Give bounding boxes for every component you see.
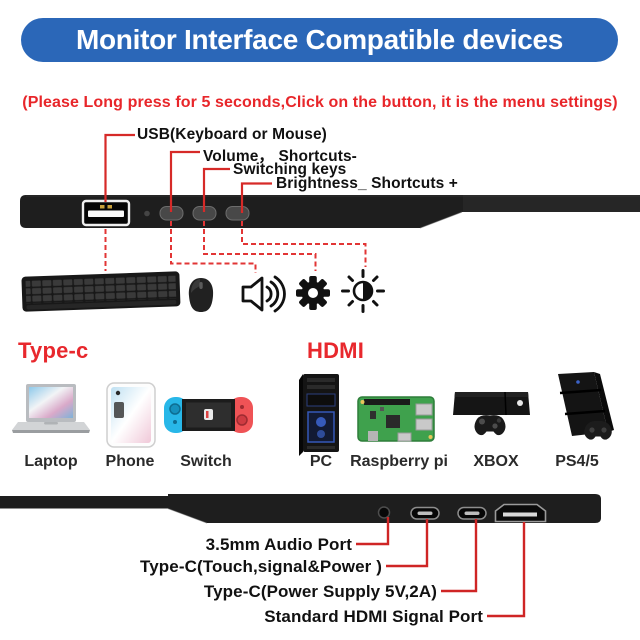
dashed-connector-lines — [104, 221, 367, 273]
pc-tower-image — [299, 374, 339, 456]
callout-usb-label: USB(Keyboard or Mouse) — [137, 126, 327, 143]
callout-switching-label: Switching keys — [233, 161, 347, 178]
page-title: Monitor Interface Compatible devices — [75, 24, 564, 55]
callout-volume-label: Volume， Shortcuts- — [203, 148, 357, 165]
section-heading-hdmi: HDMI — [307, 338, 365, 363]
brightness-button — [225, 206, 250, 221]
top-callout-lines — [104, 133, 272, 213]
monitor-bottom-edge — [0, 494, 601, 523]
audio-jack-port — [377, 506, 391, 519]
device-label-raspberrypi: Raspberry pi — [350, 453, 448, 470]
phone-image — [106, 382, 156, 448]
brightness-icon — [341, 269, 385, 313]
hdmi-port — [494, 503, 547, 523]
switch-image — [164, 397, 253, 433]
ps4-image — [558, 372, 614, 440]
mouse-icon — [188, 278, 214, 312]
device-label-switch: Switch — [180, 453, 232, 470]
device-label-pc: PC — [309, 453, 333, 470]
type-c-port-touch-signal — [410, 506, 440, 520]
xbox-image — [453, 391, 530, 436]
section-heading-type-c: Type-c — [18, 338, 89, 363]
gear-icon — [296, 276, 330, 310]
indicator-hole — [144, 210, 150, 217]
type-c-port-power-supply — [457, 506, 487, 520]
bottom-callout-lines — [356, 517, 526, 618]
raspberry-pi-image — [357, 396, 435, 442]
title-banner: Monitor Interface Compatible devices — [21, 18, 618, 62]
device-label-xbox: XBOX — [473, 453, 519, 470]
callout-hdmi-label: Standard HDMI Signal Port — [264, 607, 483, 626]
device-label-phone: Phone — [105, 453, 155, 470]
keyboard-icon — [21, 271, 181, 312]
monitor-top-edge-thin-section — [463, 195, 640, 212]
callout-brightness-label: Brightness_ Shortcuts + — [276, 175, 458, 192]
usb-a-port — [81, 199, 131, 227]
device-label-laptop: Laptop — [24, 453, 78, 470]
callout-typec-power-label: Type-C(Power Supply 5V,2A) — [203, 582, 437, 601]
callout-audio-label: 3.5mm Audio Port — [205, 535, 352, 554]
laptop-image — [12, 384, 90, 433]
volume-icon — [241, 275, 286, 313]
instruction-note: (Please Long press for 5 seconds,Click o… — [22, 94, 618, 111]
device-label-ps45: PS4/5 — [555, 453, 599, 470]
callout-typec-touch-label: Type-C(Touch,signal&Power ) — [140, 557, 382, 576]
